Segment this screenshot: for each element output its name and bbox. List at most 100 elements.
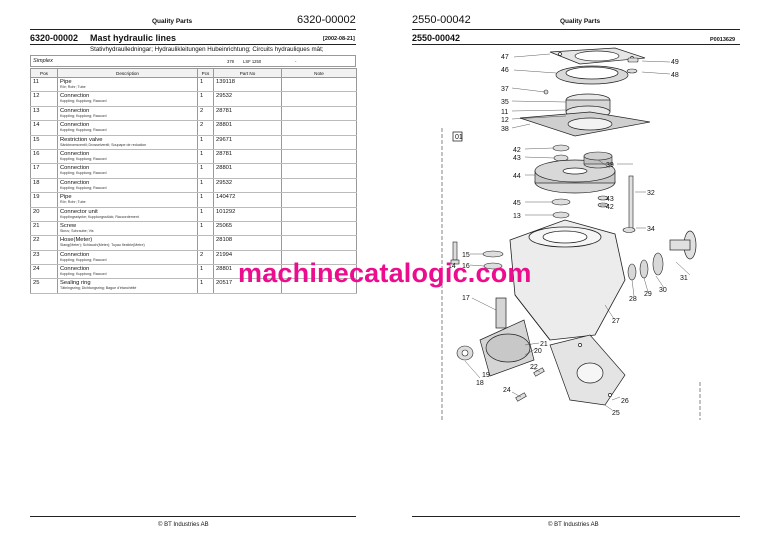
part-25-cover-plate xyxy=(549,334,626,406)
footer-copyright: © BT Industries AB xyxy=(158,522,209,528)
cell-pcs: 1 xyxy=(197,163,214,179)
cell-description-text: Connection xyxy=(60,107,90,114)
cell-pos: 20 xyxy=(30,207,58,222)
callout-11: 11 xyxy=(501,109,508,116)
right-page: 2550-00042 Quality Parts 2550-00042 P001… xyxy=(384,0,768,543)
variant-label: Simplex xyxy=(33,58,53,64)
cell-part-no-text: 101292 xyxy=(216,208,236,215)
cell-pcs-text: 1 xyxy=(200,280,204,287)
description-translations: Kopplingsstycke; Kupplungsstück; Raccord… xyxy=(60,214,139,219)
cell-pos-text: 18 xyxy=(33,179,40,186)
cell-pcs-text: 2 xyxy=(200,251,204,258)
cell-description-text: Connection xyxy=(60,179,90,186)
cell-part-no-text: 28781 xyxy=(216,150,233,157)
variant-code-1: 378 xyxy=(227,58,234,64)
header-label: Quality Parts xyxy=(560,18,601,25)
description-translations: Rör; Rohr; Tube xyxy=(60,85,86,89)
cell-pos: 13 xyxy=(30,106,58,122)
callout-47: 47 xyxy=(501,54,509,61)
cell-pcs: 1 xyxy=(197,207,214,222)
callout-48: 48 xyxy=(671,72,679,79)
cell-note xyxy=(281,192,357,208)
exploded-parts-diagram: 01 xyxy=(441,47,701,420)
description-translations: Rör; Rohr; Tube xyxy=(60,200,86,205)
cell-part-no: 29532 xyxy=(213,178,282,194)
cell-pos: 25 xyxy=(30,278,58,294)
cell-pos-text: 25 xyxy=(33,280,40,287)
cell-note xyxy=(281,207,357,222)
parts-table-header: Pos Description Pcs Part No Note xyxy=(30,68,357,78)
cell-pos-text: 24 xyxy=(33,266,40,273)
cell-part-no-text: 140472 xyxy=(216,194,236,201)
callout-45: 45 xyxy=(513,200,521,207)
part-18-seal xyxy=(456,345,474,361)
cell-pcs: 1 xyxy=(197,221,214,237)
variant-box: Simplex 378 LSF 1250 - xyxy=(30,55,356,67)
cell-pcs-text: 1 xyxy=(200,93,204,100)
cell-pcs: 2 xyxy=(197,106,214,122)
section-rule xyxy=(412,44,740,45)
section-rule xyxy=(30,44,356,45)
callout-37: 37 xyxy=(501,86,509,93)
description-translations: Tätningsring; Dichtungsring; Bague d'éta… xyxy=(60,286,137,291)
left-page: Quality Parts 6320-00002 6320-00002 Mast… xyxy=(30,14,357,528)
cell-pcs-text: 2 xyxy=(200,107,204,114)
description-translations: Koppling; Kupplung; Raccord xyxy=(60,272,107,277)
part-34-washer xyxy=(622,227,636,233)
footer-rule xyxy=(30,516,356,517)
variant-code-3: - xyxy=(295,58,297,64)
header-number: 6320-00002 xyxy=(297,14,356,26)
footer-copyright: © BT Industries AB xyxy=(548,522,599,528)
cell-note xyxy=(281,120,357,136)
cell-pcs xyxy=(197,235,214,251)
cell-part-no-text: 29671 xyxy=(216,136,233,143)
cell-pcs: 1 xyxy=(197,264,214,280)
cell-part-no: 28108 xyxy=(213,235,282,251)
part-47-flange xyxy=(549,47,646,65)
part-38-plate xyxy=(519,111,651,137)
cell-pos-text: 13 xyxy=(33,107,40,114)
part-30-bearing xyxy=(627,252,664,281)
header-number: 2550-00042 xyxy=(412,14,471,26)
cell-pcs: 1 xyxy=(197,135,214,150)
description-translations: Skruv; Schraube; Vis xyxy=(60,228,94,233)
cell-pcs: 1 xyxy=(197,192,214,208)
cell-pcs-text: 1 xyxy=(200,208,204,215)
callout-42-right: 42 xyxy=(606,204,614,211)
header-rule xyxy=(412,29,740,30)
cell-part-no: 25065 xyxy=(213,221,282,237)
part-49-bolt xyxy=(626,57,639,74)
callout-30: 30 xyxy=(659,287,667,294)
cell-note xyxy=(281,163,357,179)
cell-description: Hose(Meter)Slang(Meter); Schlauch(Meter)… xyxy=(57,235,198,251)
callout-43-top: 43 xyxy=(513,155,521,162)
cell-pos-text: 15 xyxy=(33,136,40,143)
cell-pcs-text: 1 xyxy=(200,194,204,201)
col-header-part-no: Part No xyxy=(213,68,282,78)
cell-pos-text: 20 xyxy=(33,208,40,215)
cell-pcs-text: 1 xyxy=(200,222,204,229)
cell-pos: 23 xyxy=(30,250,58,266)
cell-note xyxy=(281,278,357,294)
callout-49: 49 xyxy=(671,59,679,66)
cell-part-no: 28781 xyxy=(213,149,282,165)
callout-44: 44 xyxy=(513,173,521,180)
cell-description-text: Connection xyxy=(60,150,90,157)
cell-description-text: Connection xyxy=(60,122,90,129)
callout-19: 19 xyxy=(482,372,490,379)
cell-pcs: 1 xyxy=(197,149,214,165)
callout-13: 13 xyxy=(513,213,521,220)
